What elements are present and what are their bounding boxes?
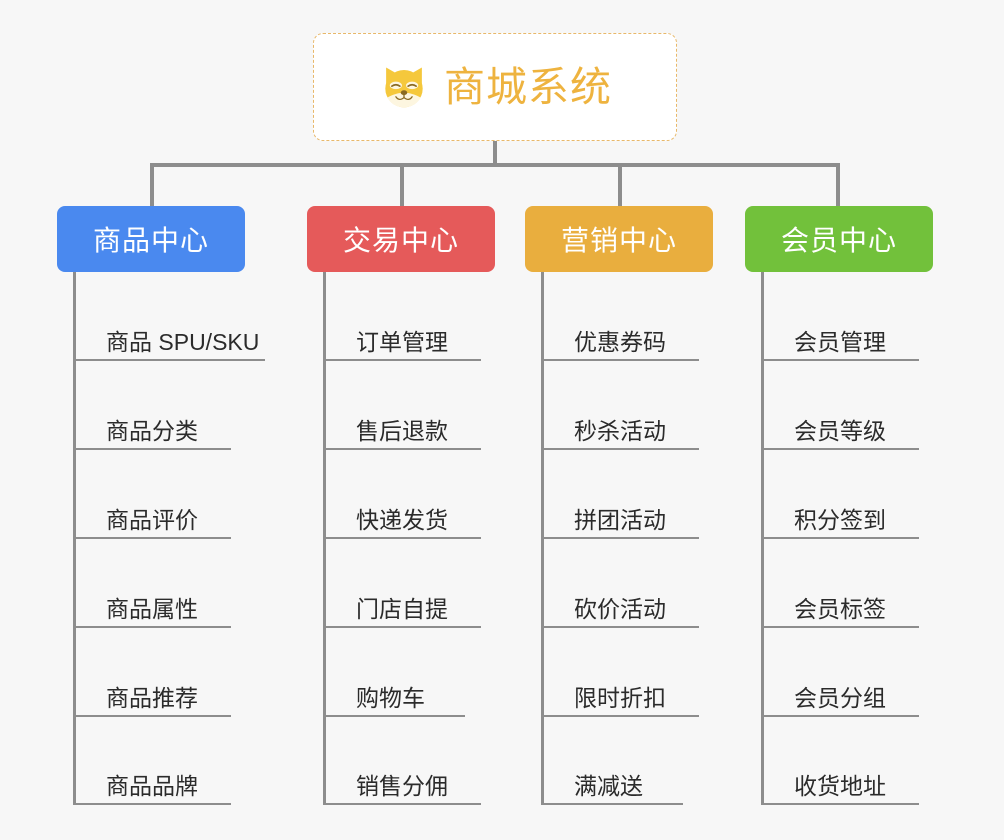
leaf-item-label: 收货地址	[794, 772, 886, 799]
leaf-item[interactable]: 优惠券码	[544, 272, 713, 361]
leaf-item-label: 商品属性	[106, 595, 198, 622]
category-header-label: 商品中心	[92, 225, 209, 256]
leaf-item[interactable]: 快递发货	[326, 450, 495, 539]
shiba-dog-icon	[385, 67, 423, 108]
category-header-label: 会员中心	[780, 225, 897, 256]
category-header-label: 交易中心	[342, 225, 459, 256]
leaf-item-label: 积分签到	[794, 506, 886, 533]
category-column-4: 会员中心会员管理会员等级积分签到会员标签会员分组收货地址	[745, 206, 933, 805]
leaf-item-label: 订单管理	[356, 328, 448, 355]
leaf-item-label: 售后退款	[356, 417, 448, 444]
root-title: 商城系统	[444, 63, 612, 110]
root-node[interactable]: 商城系统	[313, 33, 677, 141]
leaf-item-label: 砍价活动	[574, 595, 666, 622]
leaf-item-label: 会员标签	[794, 595, 886, 622]
leaf-list: 会员管理会员等级积分签到会员标签会员分组收货地址	[761, 272, 933, 805]
leaf-item-label: 满减送	[574, 772, 643, 799]
leaf-item[interactable]: 门店自提	[326, 539, 495, 628]
leaf-item[interactable]: 满减送	[544, 717, 713, 805]
leaf-item[interactable]: 会员分组	[764, 628, 933, 717]
leaf-item-label: 商品推荐	[106, 684, 198, 711]
leaf-item[interactable]: 商品分类	[76, 361, 245, 450]
leaf-item[interactable]: 商品 SPU/SKU	[76, 272, 266, 361]
leaf-item[interactable]: 限时折扣	[544, 628, 713, 717]
leaf-item[interactable]: 商品推荐	[76, 628, 245, 717]
leaf-item[interactable]: 商品品牌	[76, 717, 245, 805]
leaf-item[interactable]: 拼团活动	[544, 450, 713, 539]
leaf-item-label: 商品 SPU/SKU	[106, 328, 260, 355]
category-column-2: 交易中心订单管理售后退款快递发货门店自提购物车销售分佣	[307, 206, 495, 805]
leaf-item[interactable]: 秒杀活动	[544, 361, 713, 450]
category-column-3: 营销中心优惠券码秒杀活动拼团活动砍价活动限时折扣满减送	[525, 206, 713, 805]
leaf-item-label: 限时折扣	[574, 684, 666, 711]
leaf-item[interactable]: 售后退款	[326, 361, 495, 450]
leaf-item-label: 销售分佣	[356, 772, 448, 799]
leaf-item-label: 商品分类	[106, 417, 198, 444]
connector-drop-1	[150, 163, 154, 206]
leaf-item-label: 秒杀活动	[574, 417, 666, 444]
leaf-item-label: 会员管理	[794, 328, 886, 355]
category-header-3[interactable]: 营销中心	[525, 206, 713, 272]
leaf-item-label: 购物车	[356, 684, 425, 711]
connector-drop-4	[836, 163, 840, 206]
leaf-item[interactable]: 会员等级	[764, 361, 933, 450]
connector-drop-2	[400, 163, 404, 206]
leaf-item[interactable]: 积分签到	[764, 450, 933, 539]
leaf-item-label: 会员等级	[794, 417, 886, 444]
leaf-item-label: 门店自提	[356, 595, 448, 622]
leaf-item[interactable]: 销售分佣	[326, 717, 495, 805]
leaf-item[interactable]: 会员标签	[764, 539, 933, 628]
leaf-item-label: 拼团活动	[574, 506, 666, 533]
category-header-label: 营销中心	[560, 225, 677, 256]
category-header-4[interactable]: 会员中心	[745, 206, 933, 272]
category-column-1: 商品中心商品 SPU/SKU 商品分类商品评价商品属性商品推荐商品品牌	[57, 206, 266, 805]
leaf-item[interactable]: 购物车	[326, 628, 495, 717]
leaf-item[interactable]: 收货地址	[764, 717, 933, 805]
connector-root-stem	[493, 141, 497, 165]
category-header-1[interactable]: 商品中心	[57, 206, 245, 272]
category-header-2[interactable]: 交易中心	[307, 206, 495, 272]
leaf-item-label: 商品评价	[106, 506, 198, 533]
leaf-item[interactable]: 砍价活动	[544, 539, 713, 628]
leaf-item[interactable]: 商品评价	[76, 450, 245, 539]
leaf-list: 优惠券码秒杀活动拼团活动砍价活动限时折扣满减送	[541, 272, 713, 805]
leaf-item-label: 快递发货	[356, 506, 448, 533]
leaf-item-label: 会员分组	[794, 684, 886, 711]
connector-horizontal-bus	[150, 163, 840, 167]
leaf-list: 订单管理售后退款快递发货门店自提购物车销售分佣	[323, 272, 495, 805]
leaf-item[interactable]: 订单管理	[326, 272, 495, 361]
leaf-item[interactable]: 商品属性	[76, 539, 245, 628]
connector-drop-3	[618, 163, 622, 206]
leaf-item[interactable]: 会员管理	[764, 272, 933, 361]
leaf-item-label: 商品品牌	[106, 772, 198, 799]
leaf-list: 商品 SPU/SKU 商品分类商品评价商品属性商品推荐商品品牌	[73, 272, 266, 805]
leaf-item-label: 优惠券码	[574, 328, 666, 355]
